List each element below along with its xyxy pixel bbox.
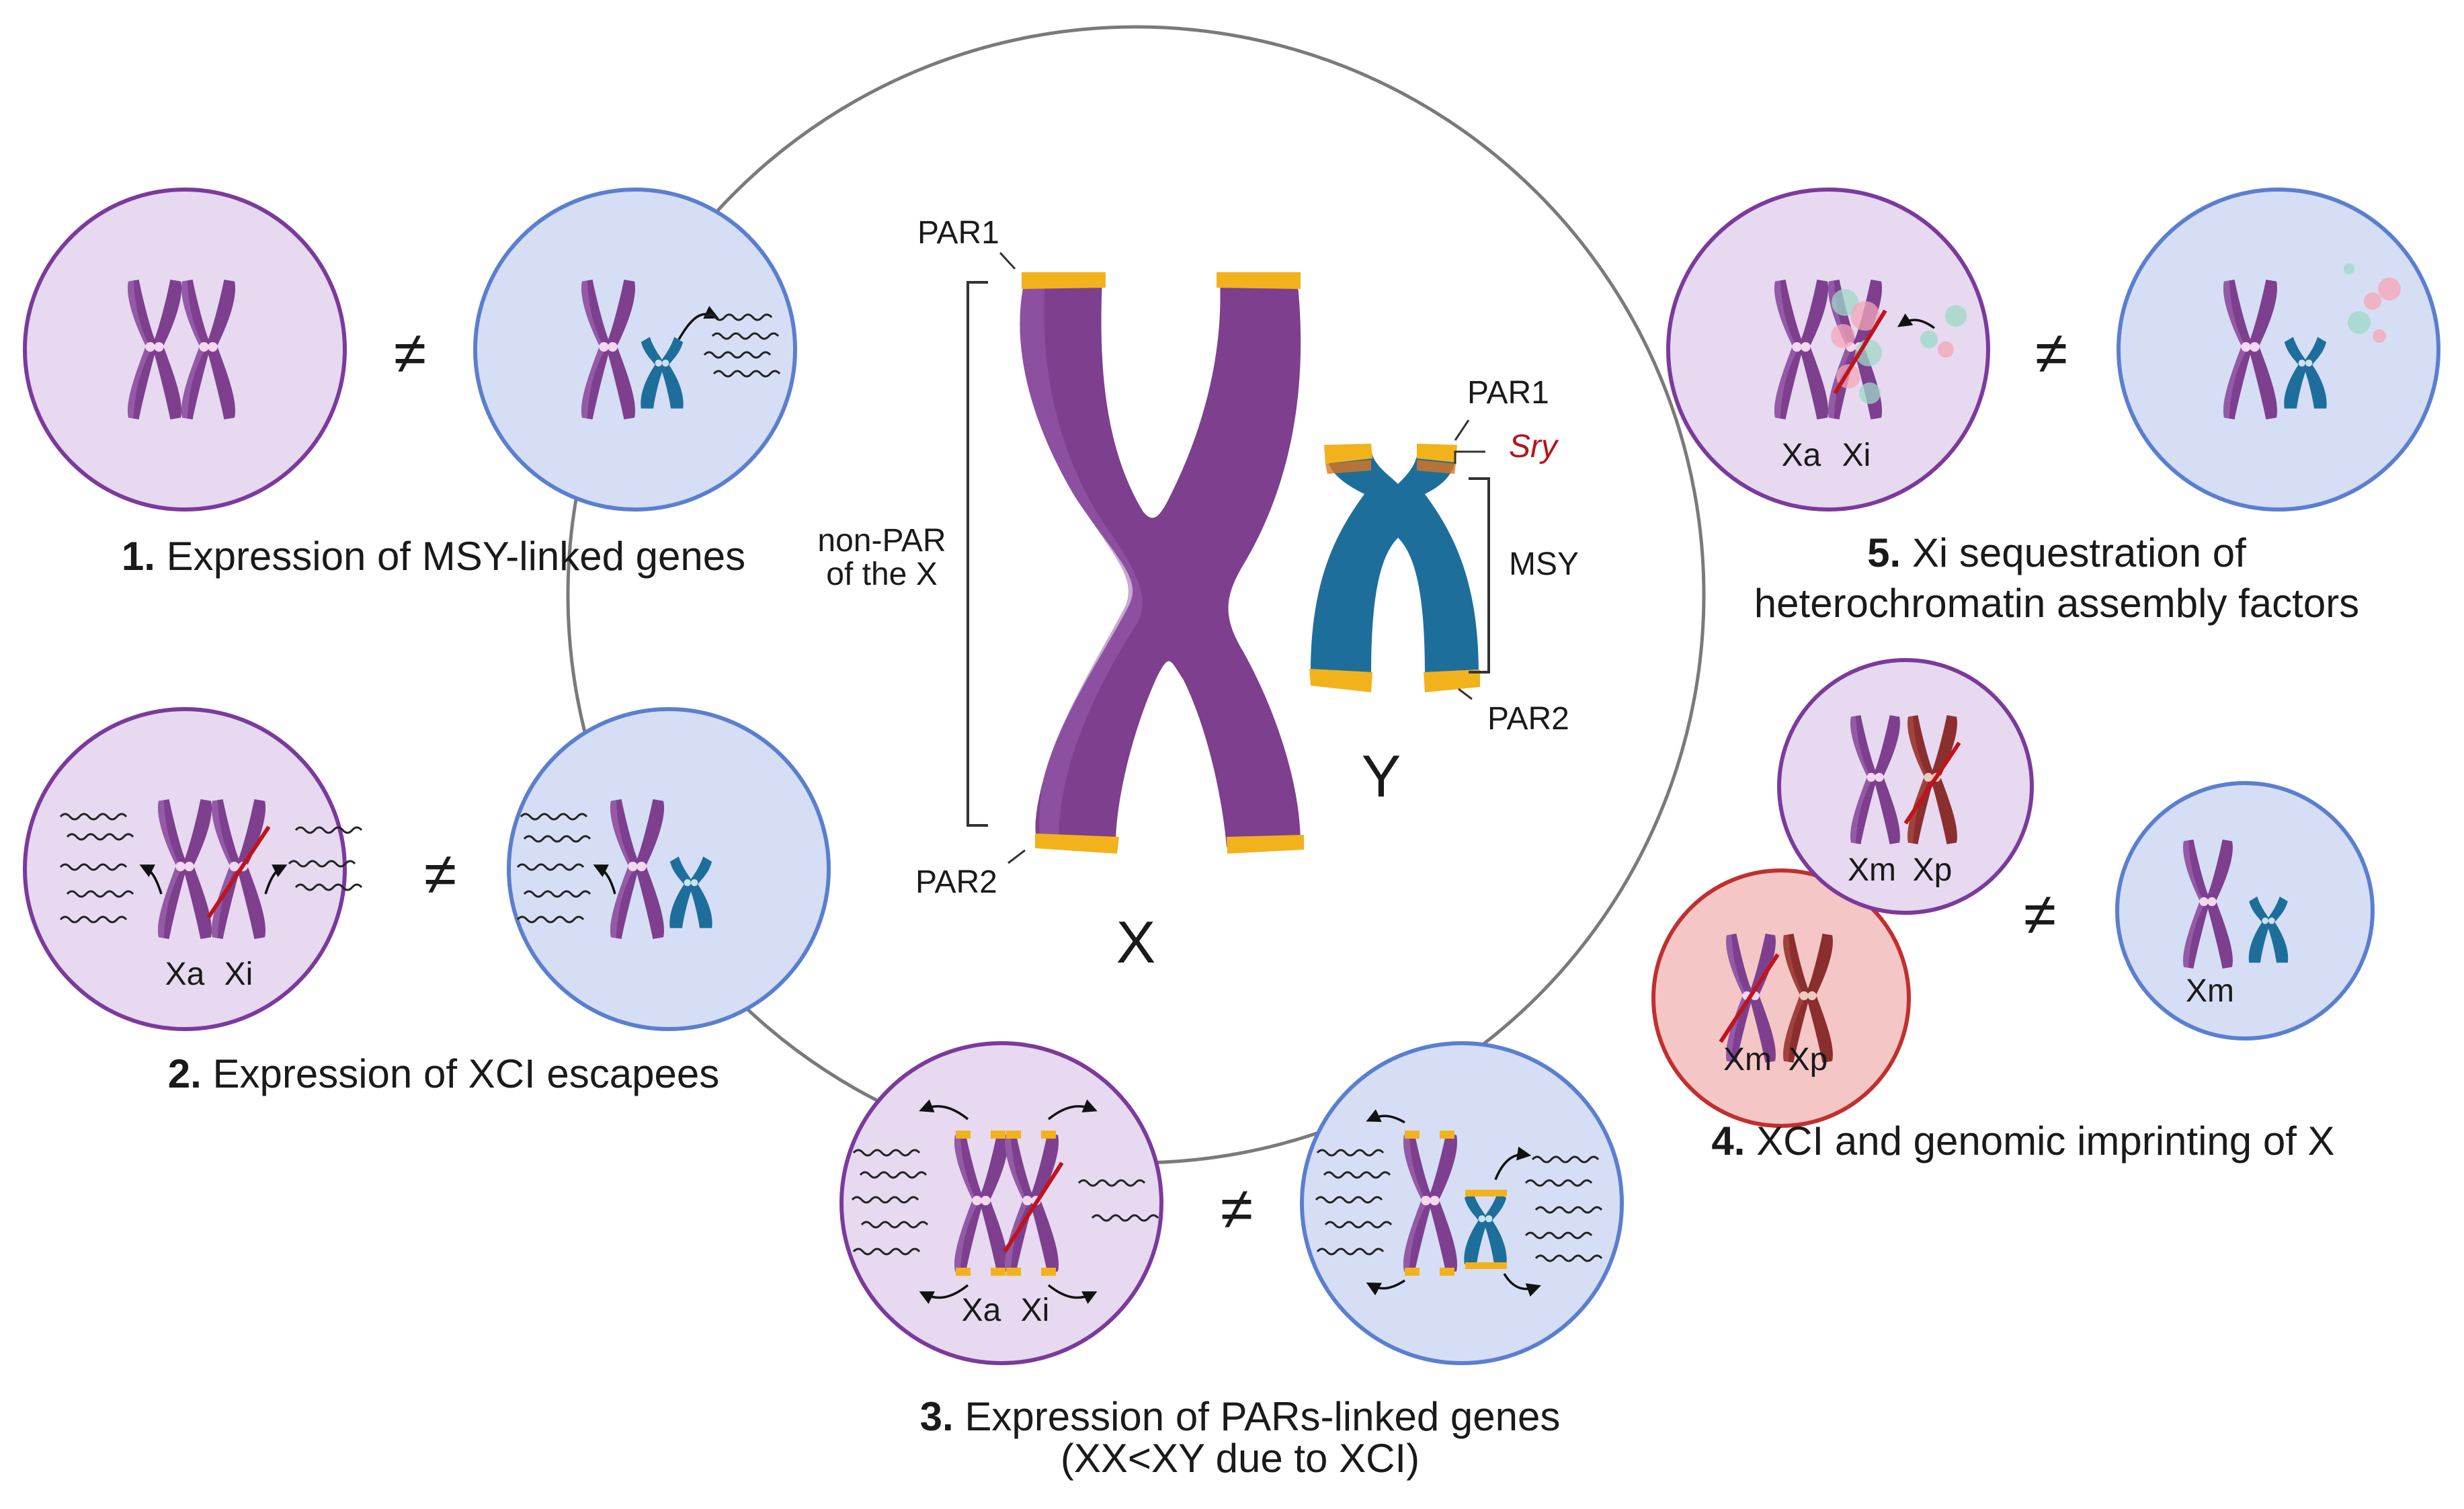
msy-label: MSY (1509, 546, 1579, 582)
p2-label-xa: Xa (165, 956, 205, 992)
neq-2: ≠ (424, 840, 456, 907)
p3-label-xa: Xa (962, 1293, 1001, 1328)
p4-bottom-label-xm: Xm (1723, 1042, 1772, 1077)
svg-text:3. Expression of PARs-linked g: 3. Expression of PARs-linked genes (920, 1394, 1561, 1439)
caption-3-text: Expression of PARs-linked genes (964, 1394, 1560, 1439)
caption-5-text: Xi sequestration of (1912, 530, 2246, 575)
svg-text:4. XCI and genomic imprinting: 4. XCI and genomic imprinting of X (1711, 1118, 2334, 1164)
caption-4-text: XCI and genomic imprinting of X (1756, 1118, 2334, 1164)
big-x-chromosome (1020, 272, 1304, 854)
panel-2: Xa Xi ≠ 2. Expression of XCI escapees (23, 707, 831, 1096)
caption-5-number: 5. (1867, 530, 1901, 575)
p5-label-xa: Xa (1782, 438, 1821, 473)
svg-text:1. Expression of MSY-linked ge: 1. Expression of MSY-linked genes (122, 534, 745, 579)
neq-1: ≠ (394, 319, 426, 386)
par1-y-label: PAR1 (1467, 375, 1549, 411)
caption-3-number: 3. (920, 1394, 954, 1439)
p4-bottom-label-xp: Xp (1789, 1042, 1828, 1077)
panel-5: Xa Xi ≠ 5. Xi sequestration of heterochr… (1666, 188, 2440, 626)
par2-y-label: PAR2 (1487, 701, 1569, 737)
panel-4: Xm Xp Xm Xp ≠ Xm 4. XCI and genomic impr… (1651, 658, 2375, 1164)
caption-4-number: 4. (1711, 1118, 1745, 1164)
par1-x-label: PAR1 (917, 215, 999, 251)
caption-1-number: 1. (122, 534, 155, 579)
p5-label-xi: Xi (1842, 438, 1871, 473)
neq-3: ≠ (1221, 1175, 1253, 1241)
p4-top-label-xp: Xp (1913, 852, 1953, 888)
p3-label-xi: Xi (1021, 1293, 1050, 1328)
p2-label-xi: Xi (224, 956, 253, 992)
panel-3: Xa Xi ≠ 3. Expression of PARs-linked gen… (839, 1041, 1624, 1481)
x-chromosome-label: X (1116, 909, 1156, 975)
p4-right-label-xm: Xm (2186, 973, 2234, 1009)
nonpar-label-line1: non-PAR (817, 523, 946, 559)
p4-top-label-xm: Xm (1848, 852, 1896, 888)
sry-label: Sry (1509, 429, 1559, 464)
svg-text:5. Xi sequestration of: 5. Xi sequestration of (1867, 530, 2246, 575)
big-y-chromosome (1309, 444, 1480, 692)
y-chromosome-label: Y (1362, 743, 1401, 809)
neq-4: ≠ (2024, 881, 2056, 947)
caption-5-line2: heterochromatin assembly factors (1754, 581, 2359, 626)
panel-1: ≠ 1. Expression of MSY-linked genes (23, 188, 797, 579)
nonpar-label-line2: of the X (826, 557, 937, 592)
par2-x-label: PAR2 (915, 864, 997, 900)
caption-1-text: Expression of MSY-linked genes (167, 534, 746, 579)
neq-5: ≠ (2035, 319, 2067, 386)
caption-3-line2: (XX<XY due to XCI) (1061, 1436, 1420, 1481)
caption-2-number: 2. (168, 1051, 202, 1096)
svg-text:2. Expression of XCI escapees: 2. Expression of XCI escapees (168, 1051, 719, 1096)
caption-2-text: Expression of XCI escapees (212, 1051, 719, 1096)
